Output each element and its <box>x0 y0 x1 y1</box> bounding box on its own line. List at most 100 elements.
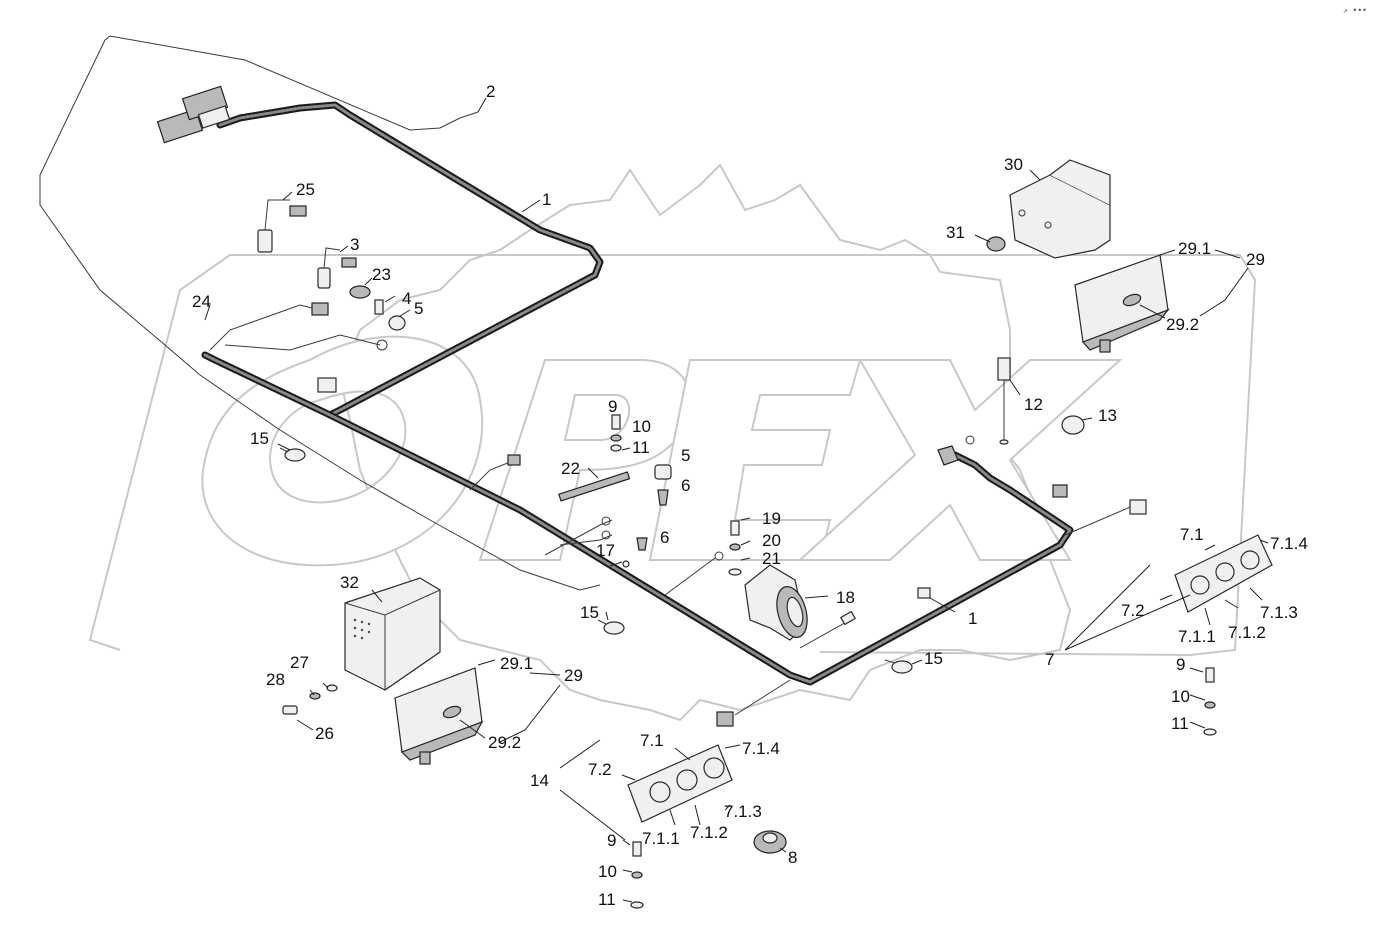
connector-block <box>156 85 231 144</box>
label-14: 14 <box>530 771 549 790</box>
label-11-b: 11 <box>598 890 616 909</box>
clamp-15-c <box>884 659 913 674</box>
label-15-c: 15 <box>924 649 943 668</box>
label-8: 8 <box>788 848 797 867</box>
grommet-31 <box>986 236 1006 252</box>
branch-wire-mid <box>469 459 716 596</box>
nut-27 <box>326 684 338 692</box>
connector-bottom <box>716 711 734 727</box>
point-17 <box>622 560 630 568</box>
label-7-1-4-r: 7.1.4 <box>1270 534 1308 553</box>
grommet-8 <box>753 830 787 854</box>
label-27: 27 <box>290 653 309 672</box>
watermark-frame <box>88 254 1257 657</box>
plug-5-mid <box>654 464 672 480</box>
label-26: 26 <box>315 724 334 743</box>
label-7: 7 <box>1045 650 1054 669</box>
bolt-stack-bottom <box>630 841 644 909</box>
label-1-top: 1 <box>542 190 551 209</box>
bolt-stack-right <box>1203 667 1217 736</box>
label-6-b: 6 <box>660 528 669 547</box>
label-5-b: 5 <box>681 446 690 465</box>
label-10-b: 10 <box>598 862 617 881</box>
grommet-23 <box>349 285 371 299</box>
branch-wire-left <box>209 304 381 351</box>
label-2: 2 <box>486 82 495 101</box>
label-9-b: 9 <box>607 831 616 850</box>
label-1-mid: 1 <box>968 609 977 628</box>
label-29-2-l: 29.2 <box>488 733 521 752</box>
cable-tip-2 <box>459 111 479 119</box>
label-29-1-r: 29.1 <box>1178 239 1211 258</box>
label-20: 20 <box>762 531 781 550</box>
label-7-1-1-b: 7.1.1 <box>642 829 680 848</box>
label-11-a: 11 <box>632 438 650 457</box>
ground-strap-22 <box>558 471 631 502</box>
label-7-1-3-r: 7.1.3 <box>1260 603 1298 622</box>
label-24: 24 <box>192 292 211 311</box>
clamp-15-b <box>597 619 625 635</box>
label-29-2-r: 29.2 <box>1166 315 1199 334</box>
label-30: 30 <box>1004 155 1023 174</box>
clamp-15-a <box>279 447 306 462</box>
label-9-r: 9 <box>1176 655 1185 674</box>
label-32: 32 <box>340 573 359 592</box>
label-15-b: 15 <box>580 603 599 622</box>
label-6-a: 6 <box>681 476 690 495</box>
label-15-a: 15 <box>250 429 269 448</box>
label-5-a: 5 <box>414 299 423 318</box>
label-7-2-b: 7.2 <box>588 760 612 779</box>
work-light-29-left <box>394 667 484 765</box>
label-23: 23 <box>372 265 391 284</box>
leader-lines <box>204 97 1269 903</box>
plug-4-5 <box>374 299 406 331</box>
label-19: 19 <box>762 509 781 528</box>
bolt-stack-upper <box>610 414 622 452</box>
box-32 <box>344 577 441 691</box>
label-10-r: 10 <box>1171 687 1190 706</box>
washer-28 <box>309 692 321 700</box>
sensor-25 <box>257 199 307 253</box>
label-7-2-r: 7.2 <box>1121 601 1145 620</box>
label-13: 13 <box>1098 406 1117 425</box>
fuel-sensor-12 <box>997 357 1011 445</box>
clip-loop <box>317 377 337 393</box>
connector-right-c <box>1129 499 1147 515</box>
label-28: 28 <box>266 670 285 689</box>
label-7-1-2-r: 7.1.2 <box>1228 623 1266 642</box>
label-29-l: 29 <box>564 666 583 685</box>
sensor-3 <box>317 247 357 289</box>
sensor-6-a <box>657 489 669 506</box>
bracket-30 <box>1009 159 1111 259</box>
label-7-1-2-b: 7.1.2 <box>690 823 728 842</box>
horn-18 <box>744 564 857 649</box>
label-7-1-b: 7.1 <box>640 731 664 750</box>
watermark-letter-p <box>478 359 692 561</box>
cap-13 <box>1061 415 1085 435</box>
label-11-r: 11 <box>1171 714 1189 733</box>
label-29-1-l: 29.1 <box>500 654 533 673</box>
clip-1 <box>917 587 931 599</box>
label-25: 25 <box>296 180 315 199</box>
callout-labels: 1 1 2 3 4 5 5 6 6 7 7.1 7.1.4 7.2 7.1.3 … <box>192 82 1308 909</box>
label-9-a: 9 <box>608 397 617 416</box>
work-light-29-right <box>1074 254 1170 353</box>
bolt-26 <box>282 705 298 715</box>
label-12: 12 <box>1024 395 1043 414</box>
label-7-1-r: 7.1 <box>1180 525 1204 544</box>
tail-light-7-bottom <box>627 744 733 823</box>
tail-light-7-right <box>1174 534 1273 613</box>
label-7-1-3-b: 7.1.3 <box>724 802 762 821</box>
watermark-letter-o <box>201 335 484 567</box>
label-10-a: 10 <box>632 417 651 436</box>
connector-right-b <box>1052 484 1068 498</box>
outline-cable <box>39 35 601 591</box>
label-7-1-1-r: 7.1.1 <box>1178 627 1216 646</box>
label-3: 3 <box>350 235 359 254</box>
label-7-1-4-b: 7.1.4 <box>742 739 780 758</box>
main-harness <box>201 101 1136 716</box>
label-17: 17 <box>596 541 615 560</box>
label-31: 31 <box>946 223 965 242</box>
label-18: 18 <box>836 588 855 607</box>
